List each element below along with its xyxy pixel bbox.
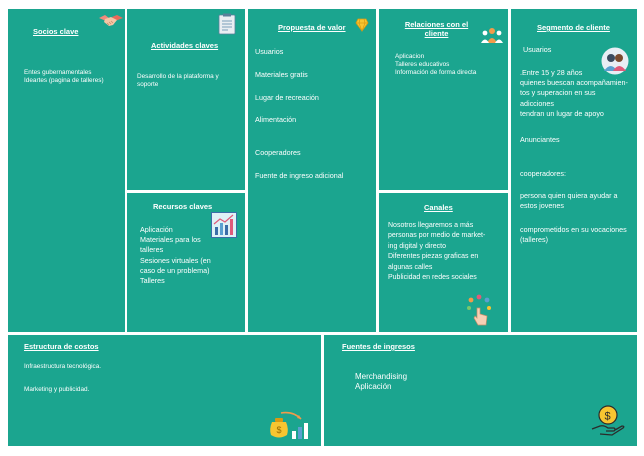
title-line: cliente [424, 29, 449, 38]
channels-title: Canales [424, 203, 453, 212]
key-resource-line: caso de un problema) [140, 265, 210, 275]
channel-line: personas por medio de market- [388, 232, 486, 240]
cost-line: Infraestructura tecnológica. [24, 363, 102, 370]
relationship-line: Talleres educativos [395, 61, 450, 69]
value-item: Fuente de ingreso adicional [255, 171, 344, 180]
value-item: Lugar de recreación [255, 93, 319, 102]
key-resources-block: Recursos claves Aplicación Materiales pa… [127, 193, 245, 332]
segment-advertisers: Anunciantes [520, 135, 560, 144]
value-item: Materiales gratis [255, 70, 308, 79]
relationship-line: Información de forma directa [395, 69, 477, 77]
channels-block: Canales Nosotros llegaremos a más person… [379, 193, 508, 332]
money-bag-icon: $ [267, 407, 313, 446]
revenue-line: Aplicación [355, 382, 392, 391]
customer-relationships-text: Aplicacion Talleres educativos Informaci… [395, 53, 476, 78]
revenue-streams-block: Fuentes de ingresos Merchandising Aplica… [324, 335, 637, 446]
value-item: Cooperadores [255, 148, 301, 157]
touch-icon [465, 294, 495, 331]
people-group-icon [480, 27, 504, 50]
value-item: Usuarios [255, 47, 284, 56]
key-resource-line: Aplicación [140, 225, 173, 234]
segment-line: .Entre 15 y 28 años [520, 68, 583, 77]
diamond-icon [355, 18, 369, 37]
revenue-streams-title: Fuentes de ingresos [342, 342, 415, 351]
channel-line: Publicidad en redes sociales [388, 274, 477, 282]
key-partner-line: Entes gubernamentales [24, 69, 92, 76]
hand-coin-icon: $ [590, 404, 626, 445]
title-line: Relaciones con el [404, 20, 469, 29]
segment-cooperators: cooperadores: [520, 169, 566, 178]
revenue-line: Merchandising [355, 372, 408, 381]
segment-users: Usuarios [523, 45, 552, 54]
channel-line: algunas calles [388, 263, 433, 271]
channel-line: ing digital y directo [388, 242, 446, 250]
segment-line: persona quien quiera ayudar a [520, 191, 618, 200]
segment-line: (talleres) [520, 235, 548, 245]
segment-line: comprometidos en su vocaciones [520, 225, 627, 234]
key-partners-block: Socios clave Entes gubernamentales Idear… [8, 9, 125, 332]
svg-text:$: $ [277, 425, 282, 435]
relationship-line: Aplicacion [395, 53, 425, 60]
channels-text: Nosotros llegaremos a más personas por m… [388, 221, 485, 283]
value-item: Alimentación [255, 115, 297, 124]
customer-segments-block: Segmento de cliente Usuarios .Entre 15 y… [511, 9, 637, 332]
customer-relationships-title: Relaciones con el cliente [379, 20, 494, 38]
segment-cooperators-description: persona quien quiera ayudar a estos jove… [520, 191, 618, 211]
cost-structure-block: Estructura de costos Infraestructura tec… [8, 335, 321, 446]
key-partners-text: Entes gubernamentales Ideartes (pagina d… [24, 69, 104, 85]
key-activity-line: soporte [137, 81, 159, 89]
chart-icon [211, 212, 237, 243]
key-partners-title: Socios clave [33, 27, 79, 36]
key-resources-title: Recursos claves [153, 202, 213, 211]
cost-line: Marketing y publicidad. [24, 386, 90, 393]
key-activities-title: Actividades claves [151, 41, 219, 50]
clipboard-icon [218, 13, 236, 40]
segment-line: estos jovenes [520, 201, 564, 211]
segment-line: tendran un lugar de apoyo [520, 108, 604, 118]
key-resource-line: Sesiones virtuales (en [140, 255, 211, 265]
customer-relationships-block: Relaciones con el cliente Aplicacion Tal… [379, 9, 508, 190]
key-activity-line: Desarrollo de la plataforma y [137, 73, 219, 80]
key-resources-text: Aplicación Materiales para los talleres … [140, 225, 211, 286]
key-activities-block: Actividades claves Desarrollo de la plat… [127, 9, 245, 190]
key-resource-line: talleres [140, 245, 164, 255]
segment-committed-description: comprometidos en su vocaciones (talleres… [520, 225, 627, 245]
key-partner-line: Ideartes (pagina de talleres) [24, 77, 104, 85]
cost-structure-title: Estructura de costos [24, 342, 99, 351]
segment-line: quienes buescan acompañamien- [520, 78, 628, 88]
key-resource-line: Materiales para los [140, 235, 201, 245]
key-resource-line: Talleres [140, 276, 165, 286]
channel-line: Nosotros llegaremos a más [388, 222, 474, 229]
segment-line: tos y superacion en sus [520, 88, 596, 98]
svg-text:$: $ [605, 411, 611, 423]
users-icon [601, 47, 629, 80]
handshake-icon [98, 12, 124, 35]
value-proposition-title: Propuesta de valor [278, 23, 346, 32]
key-activities-text: Desarrollo de la plataforma y soporte [137, 73, 219, 89]
segment-users-description: .Entre 15 y 28 años quienes buescan acom… [520, 68, 628, 119]
channel-line: Diferentes piezas graficas en [388, 253, 479, 261]
customer-segments-title: Segmento de cliente [537, 23, 610, 32]
value-proposition-block: Propuesta de valor Usuarios Materiales g… [248, 9, 376, 332]
segment-line: adicciones [520, 98, 554, 108]
